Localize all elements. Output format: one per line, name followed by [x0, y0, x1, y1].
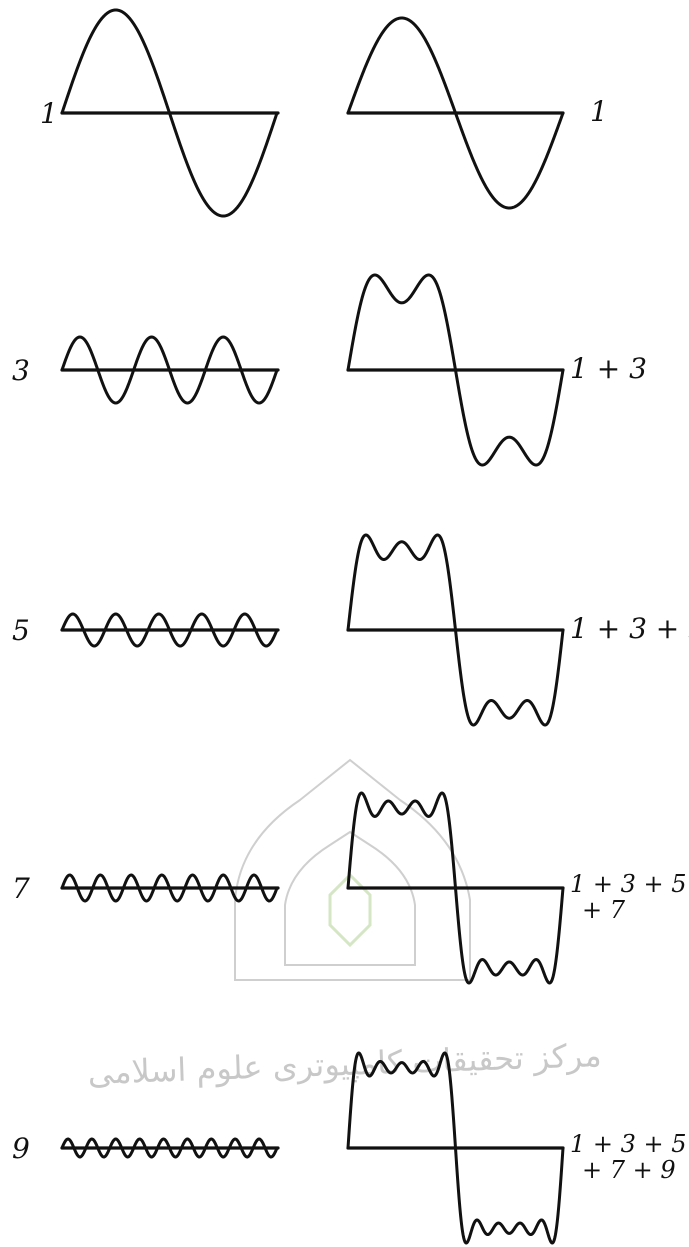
- sum-label: 1 + 3 + 5: [570, 1130, 687, 1158]
- harmonic-label: 5: [12, 614, 30, 647]
- sum-label: 1 + 3: [570, 352, 647, 385]
- sum-wave: [346, 273, 565, 467]
- watermark-arch: [234, 758, 471, 981]
- sum-wave: [346, 533, 565, 727]
- harmonic-wave: [60, 8, 279, 218]
- harmonic-label: 9: [12, 1132, 30, 1165]
- harmonic-label: 7: [12, 872, 30, 905]
- sum-label: + 7: [582, 896, 626, 924]
- sum-label: + 7 + 9: [582, 1156, 676, 1184]
- harmonic-wave: [60, 612, 279, 648]
- row-9: 9 1 + 3 + 5+ 7 + 9: [12, 1051, 687, 1245]
- row-7: 7 1 + 3 + 5+ 7: [12, 791, 687, 985]
- harmonic-label: 1: [40, 97, 58, 130]
- sum-label: 1: [590, 95, 608, 128]
- watermark-emblem: [328, 872, 372, 948]
- sum-label: 1 + 3 + 5: [570, 612, 689, 645]
- row-3: 3 1 + 3: [12, 273, 647, 467]
- harmonic-wave: [60, 1137, 279, 1159]
- sum-wave: [346, 1051, 565, 1245]
- harmonic-wave: [60, 873, 279, 903]
- watermark: مرکز تحقیقات کامپیوتری علوم اسلامی: [87, 758, 602, 1092]
- harmonic-label: 3: [12, 354, 30, 387]
- row-5: 5 1 + 3 + 5: [12, 533, 689, 727]
- watermark-text: مرکز تحقیقات کامپیوتری علوم اسلامی: [87, 1036, 602, 1092]
- harmonic-wave: [60, 335, 279, 405]
- sum-wave: [346, 791, 565, 985]
- sum-wave: [346, 16, 565, 210]
- sum-label: 1 + 3 + 5: [570, 870, 687, 898]
- watermark-inner-arch: [284, 830, 416, 966]
